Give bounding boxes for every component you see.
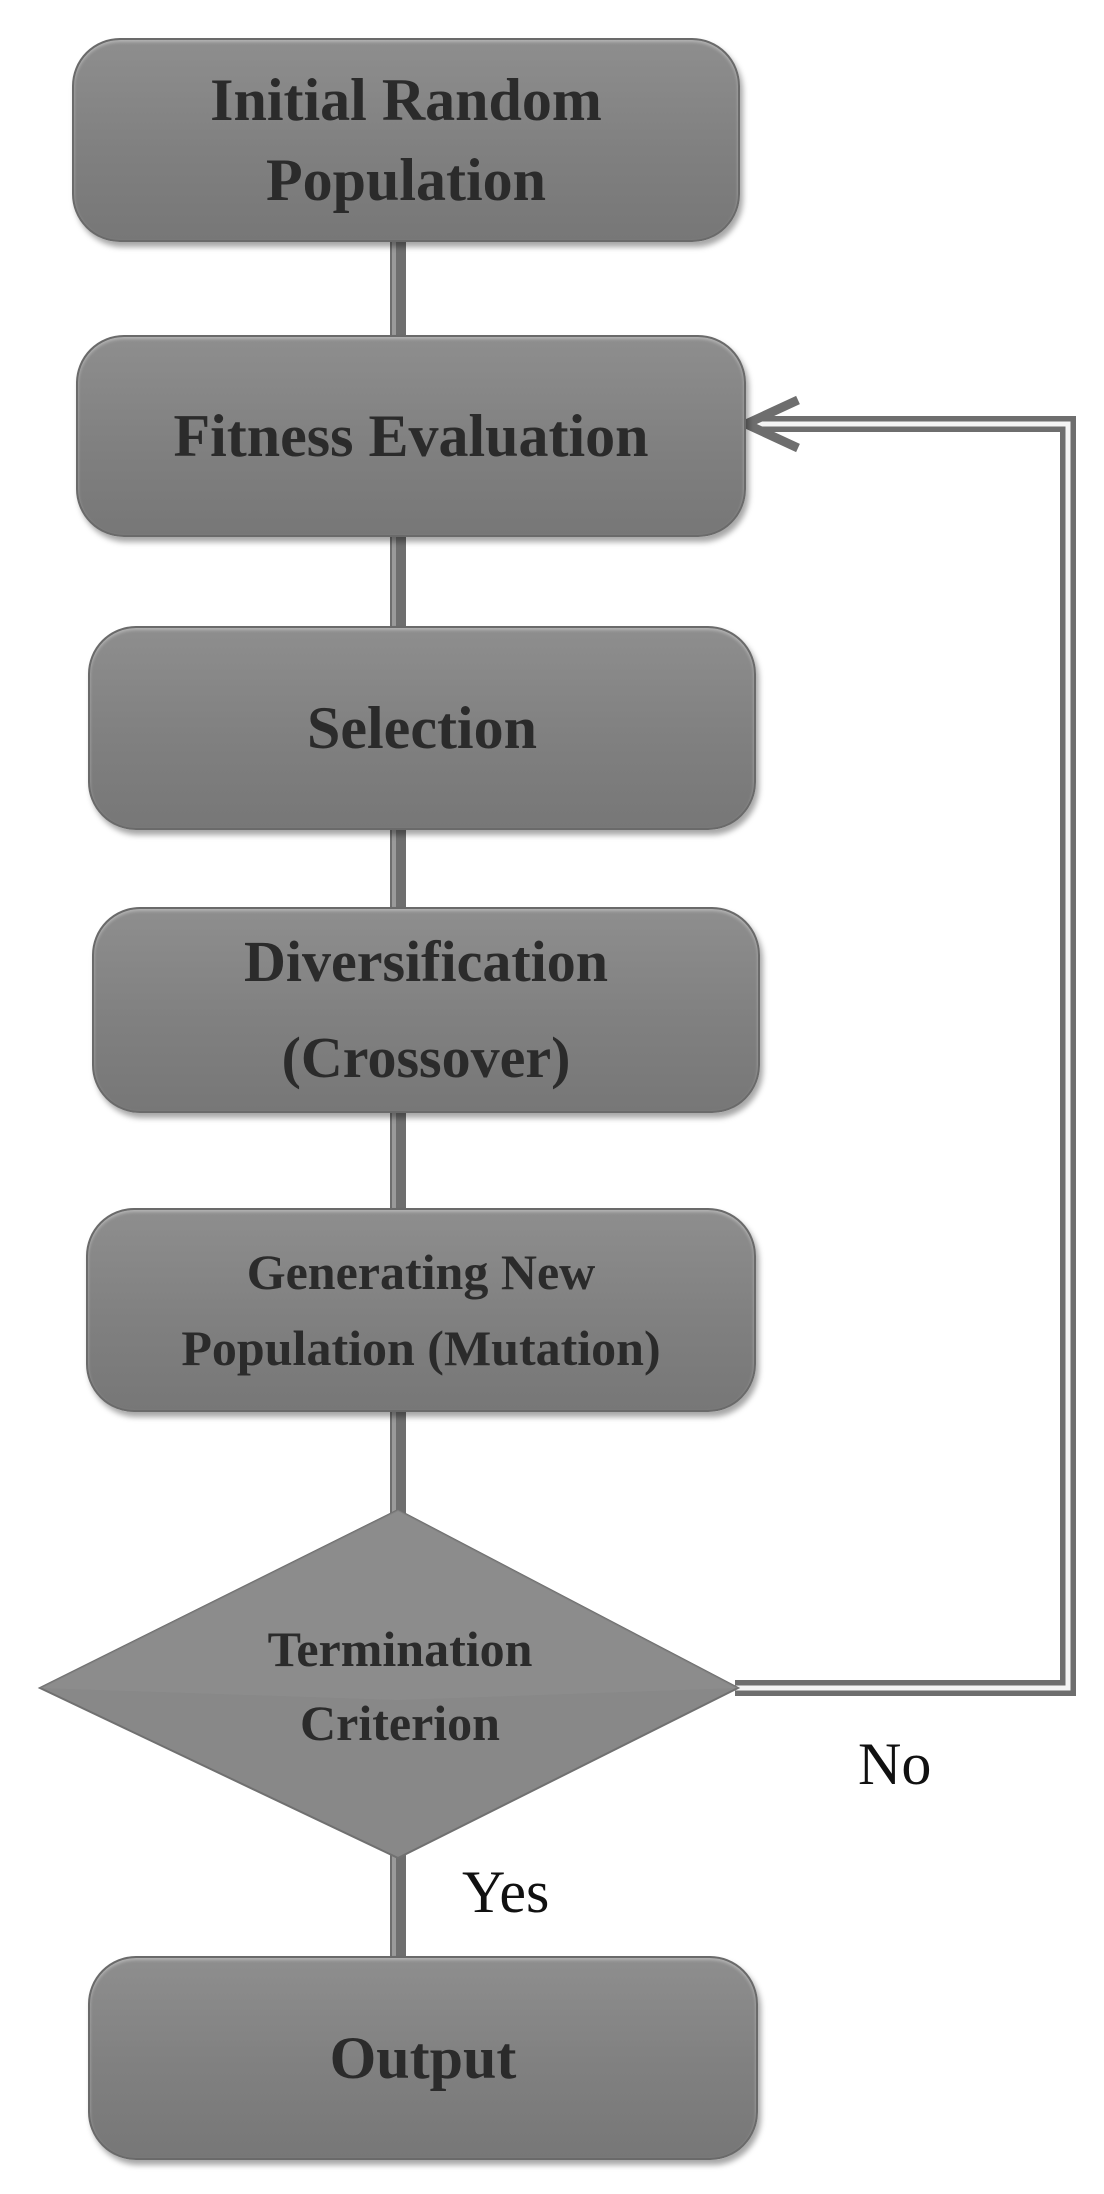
- no-branch-label: No: [858, 1731, 932, 1797]
- feedback-loop-arrow: [735, 395, 1076, 1696]
- fitness-evaluation-label: Fitness Evaluation: [173, 403, 649, 469]
- initial-population-line2: Population: [265, 147, 547, 213]
- output-label: Output: [329, 2025, 517, 2091]
- diversification-line1: Diversification: [243, 929, 609, 994]
- diversification-line2: (Crossover): [281, 1025, 571, 1090]
- loop-path-inner: [735, 421, 1071, 1691]
- fitness-evaluation-box: Fitness Evaluation: [76, 335, 746, 537]
- termination-line1: Termination: [267, 1621, 533, 1677]
- termination-diamond-shade: [40, 1510, 738, 1700]
- new-population-box: Generating New Population (Mutation): [86, 1208, 756, 1412]
- initial-population-box: Initial Random Population: [72, 38, 740, 242]
- new-population-line2: Population (Mutation): [181, 1320, 661, 1376]
- output-box: Output: [88, 1956, 758, 2160]
- termination-line2: Criterion: [300, 1695, 500, 1751]
- selection-box: Selection: [88, 626, 756, 830]
- yes-branch-label: Yes: [462, 1859, 550, 1925]
- loop-path: [735, 416, 1076, 1696]
- initial-population-line1: Initial Random: [210, 67, 602, 133]
- diversification-box: Diversification (Crossover): [92, 907, 760, 1113]
- new-population-line1: Generating New: [246, 1244, 596, 1300]
- loop-arrowhead: [735, 395, 800, 453]
- selection-label: Selection: [307, 695, 537, 761]
